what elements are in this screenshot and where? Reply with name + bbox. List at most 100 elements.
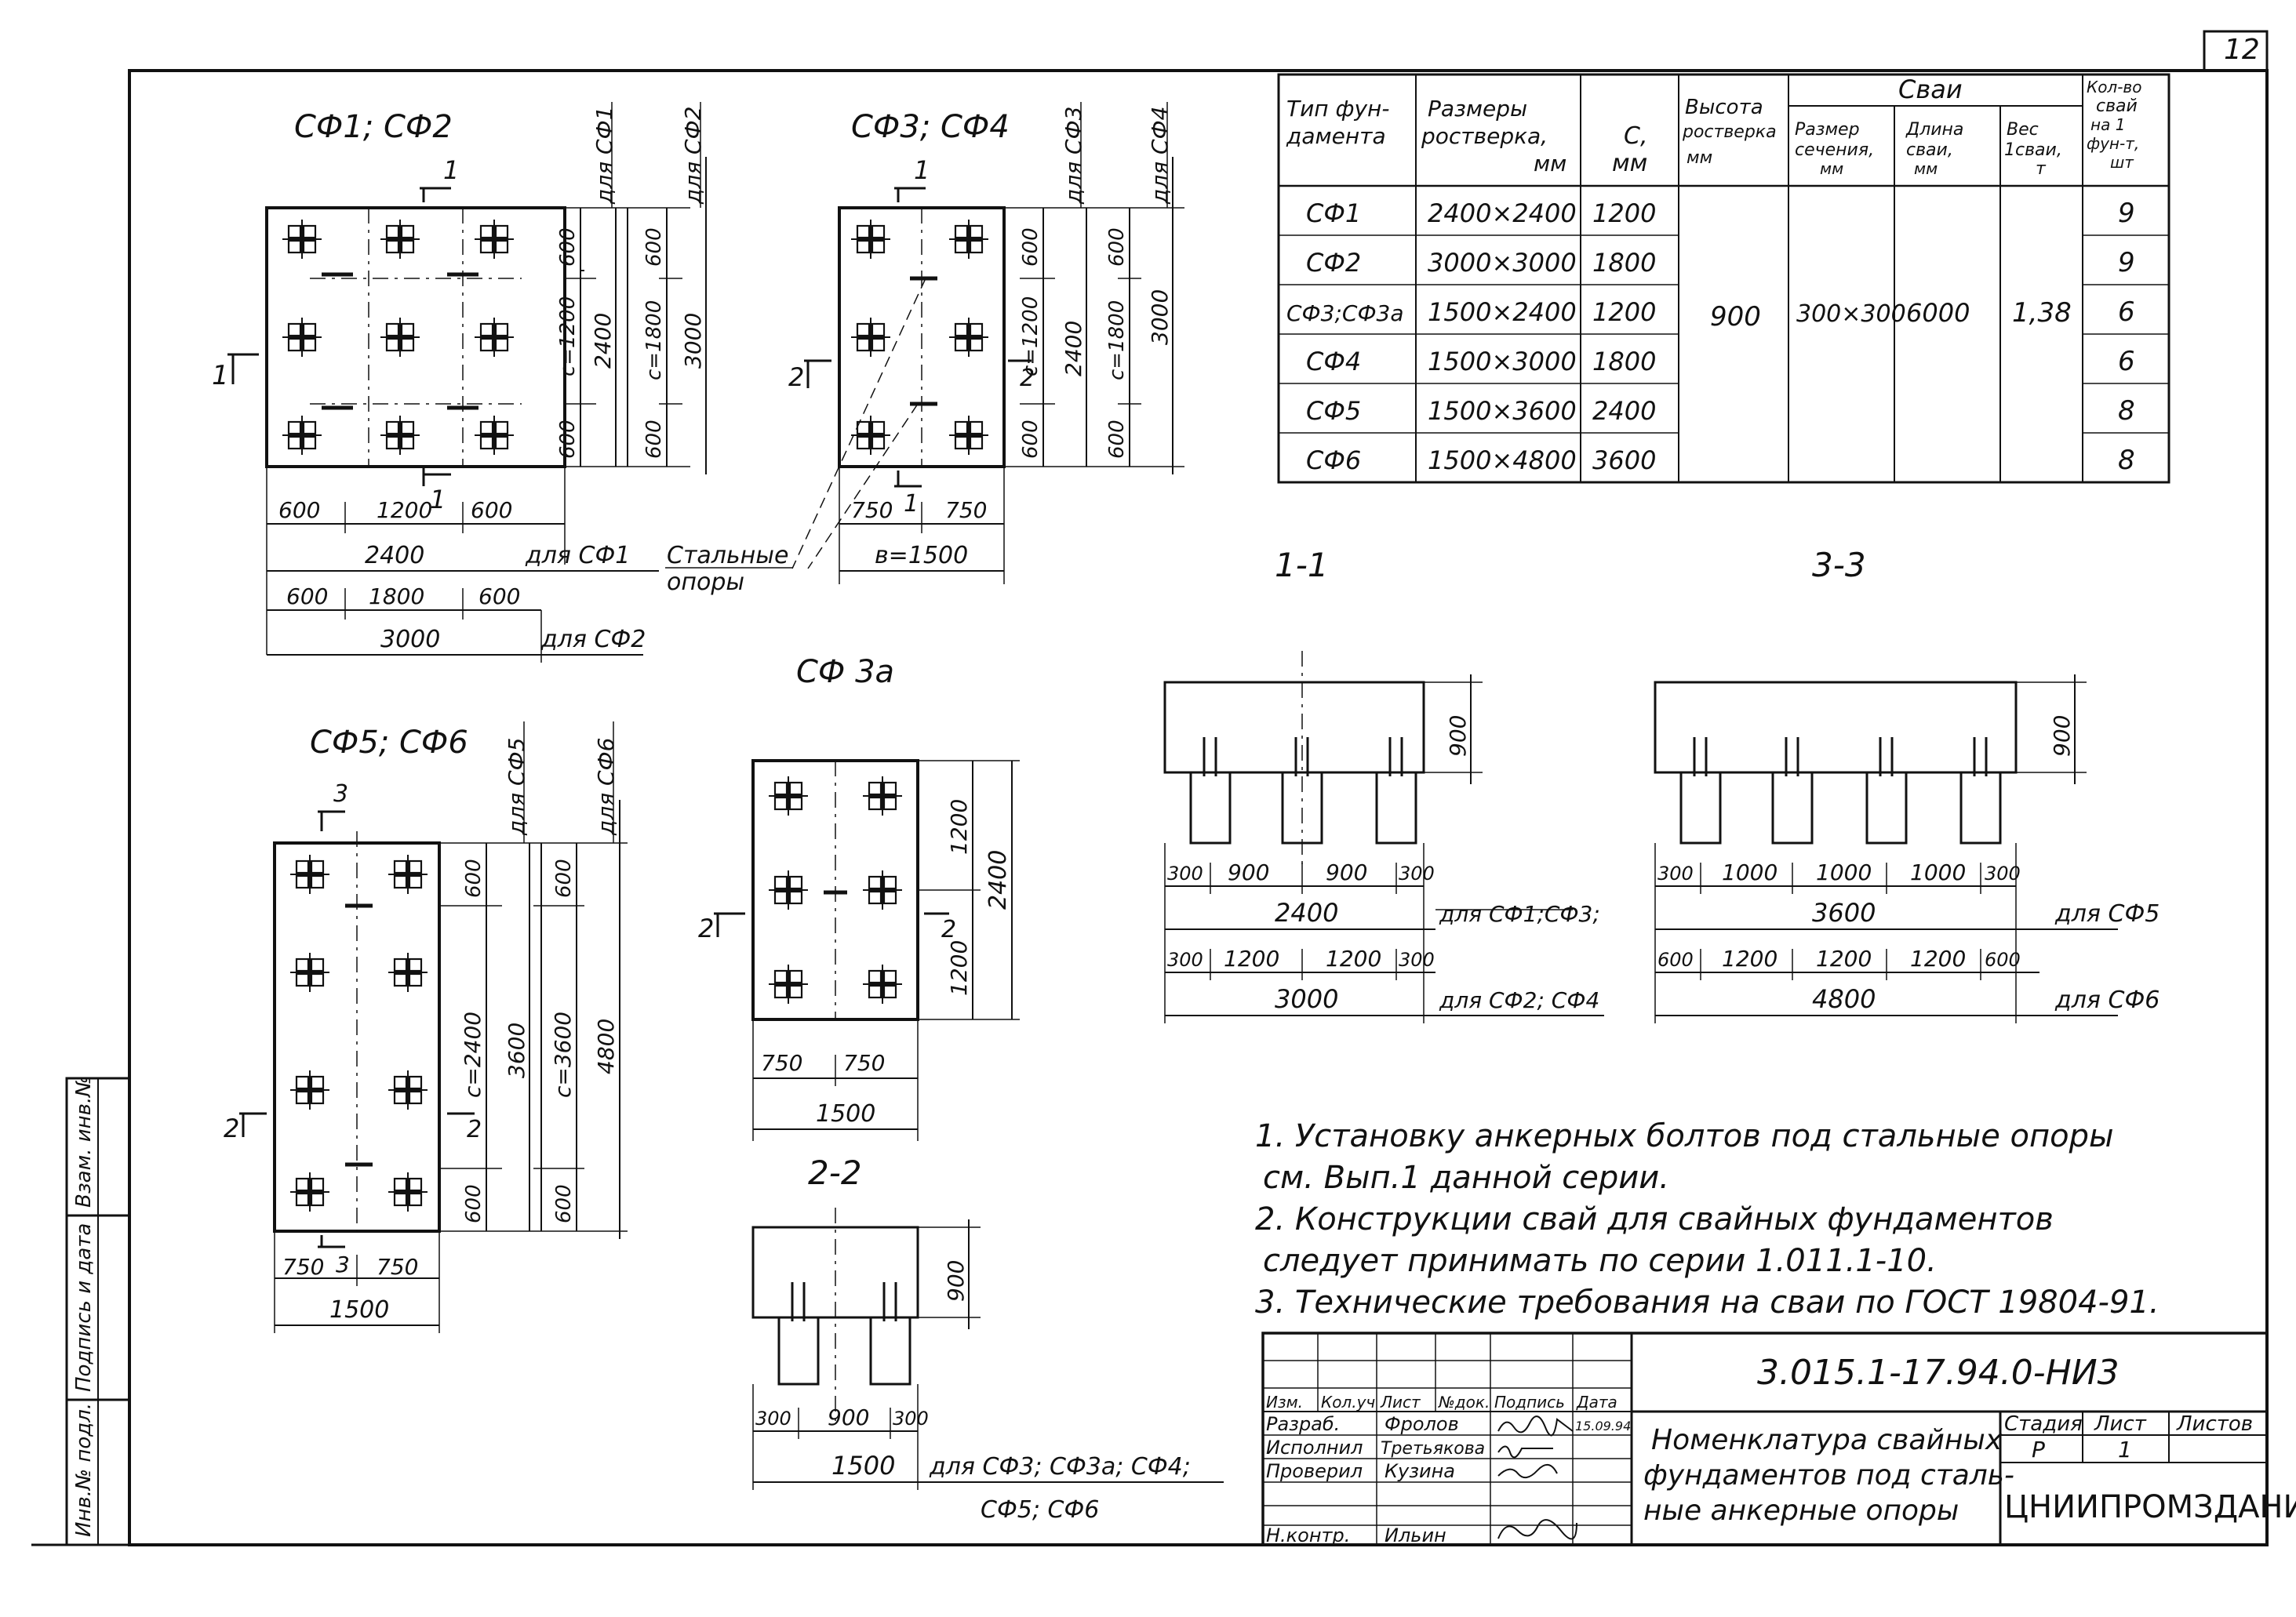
- th-pile-section-2: сечения,: [1795, 140, 1874, 160]
- signature-kuzina: [1497, 1464, 1558, 1479]
- tb-stage: Р: [2032, 1437, 2045, 1463]
- row-6-type: СФ6: [1306, 445, 1361, 475]
- row-4-count: 6: [2118, 346, 2135, 377]
- sf12-dim-c1200: с=1200: [556, 296, 580, 376]
- note-line-1: 1. Установку анкерных болтов под стальны…: [1255, 1118, 2114, 1154]
- sec33-d2-600b: 600: [1985, 949, 2021, 971]
- row-4-type: СФ4: [1306, 347, 1361, 376]
- signature-frolov: [1497, 1415, 1574, 1437]
- sf56-mark-2-right: 2: [467, 1116, 482, 1143]
- section-1-1: 1-1 900 300 900 900 300 2400 для СФ1;СФ3…: [1163, 546, 1604, 1023]
- sec11-d2-1200b: 1200: [1326, 946, 1381, 972]
- sf34-mark-2-right: 2: [1020, 365, 1035, 392]
- row-3-size: 1500×2400: [1428, 297, 1577, 327]
- sf3a-b-750b: 750: [843, 1050, 885, 1076]
- tb-code: 3.015.1-17.94.0-НИ3: [1757, 1353, 2120, 1393]
- sf56-mark-3-top: 3: [333, 780, 348, 808]
- sf34-dim-3000: 3000: [1147, 289, 1173, 345]
- sec33-d1-300a: 300: [1657, 863, 1694, 885]
- section-1-1-title: 1-1: [1275, 546, 1329, 584]
- th-count-4: фун-т,: [2087, 134, 2139, 153]
- sf34-dim-2400: 2400: [1061, 321, 1086, 376]
- sec11-d1-300a: 300: [1167, 863, 1203, 885]
- sf34-label-sf3: для СФ3: [1061, 107, 1086, 205]
- th-type-2: дамента: [1286, 123, 1386, 149]
- row-1-c: 1200: [1592, 198, 1656, 228]
- merged-length: 6000: [1906, 298, 1970, 328]
- plan-sf3-sf4-title: СФ3; СФ4: [851, 109, 1010, 145]
- row-1-count: 9: [2118, 198, 2135, 229]
- plan-sf3a-title: СФ 3а: [796, 654, 894, 690]
- plan-sf5-sf6: СФ5; СФ6 3 3 2 2 600 с=2400 600 3600 60: [224, 721, 628, 1333]
- sec33-d2-1200c: 1200: [1910, 946, 1966, 972]
- row-5-count: 8: [2118, 395, 2135, 427]
- sec22-note-2: СФ5; СФ6: [981, 1496, 1099, 1524]
- tb-sheet: 1: [2118, 1437, 2132, 1463]
- merged-section: 300×300: [1796, 300, 1906, 328]
- tb-date-1: 15.09.94: [1575, 1419, 1631, 1433]
- foundation-table: Тип фун- дамента Размеры ростверка, мм С…: [1277, 73, 2170, 484]
- th-count-5: шт: [2110, 153, 2134, 172]
- sf3a-mark-2-left: 2: [698, 914, 714, 943]
- sec11-d2-300a: 300: [1167, 949, 1203, 971]
- th-pile-length-1: Длина: [1905, 120, 1963, 140]
- tb-role-1: Разраб.: [1266, 1413, 1340, 1435]
- sf34-label-sf4: для СФ4: [1147, 107, 1173, 205]
- sec22-total-1500: 1500: [831, 1451, 895, 1481]
- plan-sf5-sf6-title: СФ5; СФ6: [310, 725, 468, 761]
- tb-role-4: Н.контр.: [1266, 1524, 1350, 1546]
- th-piles: Сваи: [1898, 74, 1963, 104]
- sf56-label-sf5: для СФ5: [504, 738, 529, 836]
- section-mark-1-bottom: 1: [430, 485, 446, 514]
- th-type-1: Тип фун-: [1286, 96, 1389, 122]
- tb-h-list: Лист: [1380, 1393, 1421, 1412]
- sf12-b2-600b: 600: [478, 583, 520, 609]
- sf12-b2-1800: 1800: [369, 583, 424, 609]
- sf3a-b-750a: 750: [761, 1050, 802, 1076]
- note-line-3: 2. Конструкции свай для свайных фундамен…: [1255, 1201, 2054, 1237]
- sec33-d1-300b: 300: [1985, 863, 2021, 885]
- note-line-5: 3. Технические требования на сваи по ГОС…: [1255, 1285, 2160, 1321]
- sec33-total-3600: 3600: [1812, 898, 1876, 928]
- pile-body: [1189, 737, 1417, 845]
- general-notes: 1. Установку анкерных болтов под стальны…: [1255, 1118, 2160, 1321]
- tb-sheets-label: Листов: [2176, 1412, 2253, 1436]
- sf56-total-1500: 1500: [329, 1296, 389, 1324]
- sec11-note-1: для СФ1;СФ3;: [1439, 901, 1600, 927]
- th-height-3: мм: [1687, 148, 1712, 168]
- sec33-d2-1200a: 1200: [1722, 946, 1777, 972]
- sf34-dim-600-d: 600: [1105, 420, 1129, 459]
- sf56-mark-3-bottom: 3: [336, 1252, 350, 1277]
- row-1-type: СФ1: [1306, 198, 1361, 228]
- row-6-count: 8: [2118, 445, 2135, 476]
- section-2-2: 2-2 900 300 900 300 1500 для СФ3; СФ3а; …: [751, 1154, 1224, 1524]
- sf3a-total-1500: 1500: [816, 1100, 875, 1128]
- side-stamp: Инв.№ подл. Подпись и дата Взам. инв.№: [65, 1076, 131, 1546]
- tb-role-2: Исполнил: [1266, 1437, 1363, 1459]
- sec33-note-2: для СФ6: [2054, 987, 2160, 1014]
- row-6-c: 3600: [1592, 445, 1656, 475]
- sf12-total-3000: 3000: [380, 626, 440, 653]
- sf56-dim-500: 600: [552, 1184, 576, 1223]
- th-pile-weight-2: 1сваи,: [2004, 140, 2062, 160]
- th-height-1: Высота: [1685, 96, 1763, 119]
- row-2-c: 1800: [1592, 248, 1656, 278]
- sec33-d1-1000b: 1000: [1816, 859, 1872, 885]
- sec11-total-2400: 2400: [1275, 898, 1338, 928]
- th-pile-length-2: сваи,: [1906, 140, 1953, 160]
- plan-sf1-sf2: СФ1; СФ2 1 1 1 600 с=1200 600 2400: [212, 102, 707, 663]
- stamp-signature-date: Подпись и дата: [72, 1223, 96, 1392]
- sf12-b1-600b: 600: [471, 497, 512, 523]
- plan-sf1-sf2-title: СФ1; СФ2: [294, 109, 453, 145]
- sf12-dim-600-b: 600: [556, 420, 580, 459]
- sec11-total-3000: 3000: [1275, 984, 1338, 1014]
- page-number: 12: [2224, 34, 2260, 66]
- sec11-d2-1200a: 1200: [1224, 946, 1279, 972]
- sec33-d1-1000a: 1000: [1722, 859, 1777, 885]
- sf34-dim-600-a: 600: [1019, 227, 1042, 267]
- row-6-size: 1500×4800: [1428, 445, 1577, 475]
- sec11-height-900: 900: [1445, 715, 1471, 757]
- sf34-dim-600-c: 600: [1105, 227, 1129, 267]
- row-4-c: 1800: [1592, 347, 1656, 376]
- sf34-dim-600-b: 600: [1019, 420, 1042, 459]
